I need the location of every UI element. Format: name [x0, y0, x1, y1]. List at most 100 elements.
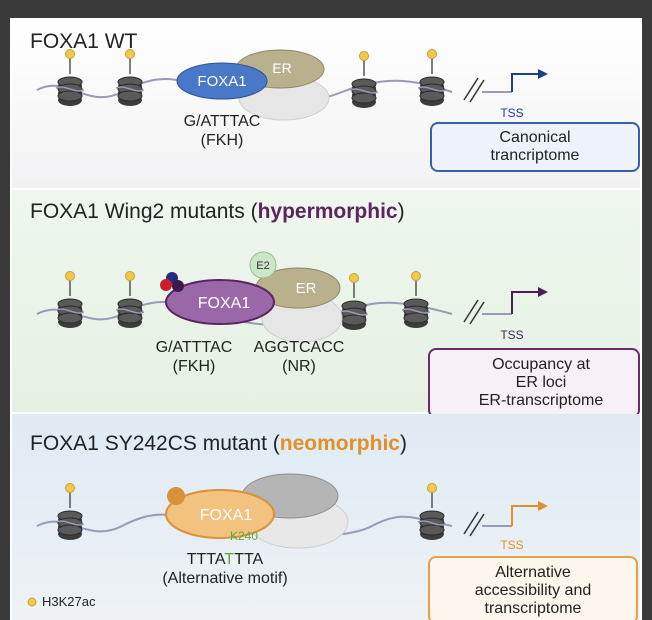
panel-wing2-hypermorphic: FOXA1 Wing2 mutants (hypermorphic) ER E2…: [12, 190, 640, 418]
nucleosome-disc: [403, 312, 429, 324]
motif-class: (Alternative motif): [162, 570, 288, 587]
dna-wrap: [417, 86, 447, 92]
nucleosome-disc: [57, 90, 83, 102]
nucleosome-disc: [419, 524, 445, 536]
nucleosome: [417, 483, 447, 540]
motif-sequence: AGGTCACC: [253, 339, 345, 356]
tss-label: TSS: [500, 538, 523, 552]
h3k27ac-legend-label: H3K27ac: [42, 594, 96, 609]
nucleosome: [115, 271, 145, 328]
nucleosome-disc: [117, 90, 143, 102]
nucleosome-disc: [419, 90, 445, 102]
dna-wrap: [55, 308, 85, 314]
nucleosome: [401, 271, 431, 328]
motif-part: TTTA: [186, 551, 225, 568]
h3k27ac-mark: [125, 49, 135, 59]
nucleosome-disc: [117, 312, 143, 324]
nucleosome: [115, 49, 145, 106]
up-arrow-icon: [441, 360, 451, 374]
panel-foxa1-wt: FOXA1 WT ER FOXA1 TSS G/ATTTAC (FKH) Can…: [12, 18, 640, 188]
motif-part: TTA: [234, 551, 264, 568]
title-highlight: neomorphic: [279, 432, 400, 455]
motif-nr: AGGTCACC (NR): [246, 338, 352, 376]
motif-sequence: TTTATTTA: [140, 550, 310, 569]
motif-fkh: G/ATTTAC (FKH): [142, 338, 246, 376]
foxa1-label: FOXA1: [198, 295, 251, 312]
break-mark: [463, 511, 479, 535]
motif-mutant-base: T: [224, 551, 235, 568]
dna-wrap: [339, 310, 369, 316]
h3k27ac-mark: [125, 271, 135, 281]
tss-arrow: [511, 73, 540, 92]
tss-arrow: [511, 505, 540, 526]
nucleosome: [339, 273, 369, 330]
dna-wrap: [401, 308, 431, 314]
h3k27ac-mark: [359, 51, 369, 61]
break-mark: [463, 299, 479, 323]
motif-sequence: G/ATTTAC: [155, 339, 233, 356]
e2-ligand: [249, 251, 277, 279]
outcome-line: transcriptome: [484, 600, 582, 617]
nucleosome: [55, 271, 85, 328]
h3k27ac-mark: [411, 271, 421, 281]
wing2-diagram: ER E2 FOXA1 TSS: [36, 251, 548, 408]
dna-wrap: [55, 520, 85, 526]
outcome-box: Canonical trancriptome: [430, 122, 640, 172]
tss-arrow: [511, 291, 540, 314]
foxa1-protein: [176, 62, 268, 100]
nucleosome: [55, 49, 85, 106]
h3k27ac-mark: [427, 49, 437, 59]
title-prefix: FOXA1 Wing2 mutants (: [30, 200, 258, 223]
motif-sequence: G/ATTTAC: [183, 113, 261, 130]
dna-wrap: [115, 86, 145, 92]
nucleosome-disc: [341, 314, 367, 326]
outcome-line: Alternative: [495, 564, 571, 581]
title-highlight: hypermorphic: [257, 200, 398, 223]
figure-frame: FOXA1 WT ER FOXA1 TSS G/ATTTAC (FKH) Can…: [10, 18, 642, 620]
h3k27ac-mark: [65, 49, 75, 59]
break-mark: [469, 79, 485, 103]
e2-label: E2: [256, 260, 269, 272]
break-mark: [469, 301, 485, 325]
mutation-dot: [160, 279, 172, 291]
outcome-line: Canonical: [499, 129, 571, 146]
nucleosome-disc: [57, 524, 83, 536]
up-arrow-icon: [441, 394, 451, 408]
foxa1-label: FOXA1: [200, 507, 253, 524]
tss-label: TSS: [500, 106, 523, 120]
outcome-line: accessibility and: [474, 582, 592, 599]
panel-title: FOXA1 SY242CS mutant (neomorphic): [30, 432, 407, 456]
panel-title: FOXA1 WT: [30, 30, 138, 53]
h3k27ac-legend-icon: [27, 597, 37, 607]
tss-arrowhead: [538, 69, 548, 79]
h3k27ac-mark: [65, 271, 75, 281]
h3k27ac-mark: [65, 483, 75, 493]
k240-label: K240: [230, 529, 258, 543]
motif-class: (FKH): [172, 358, 216, 375]
sy242cs-diagram: FOXA1 K240 TSS: [27, 473, 548, 607]
tss-label: TSS: [500, 328, 523, 342]
motif-alternative: TTTATTTA (Alternative motif): [140, 550, 310, 588]
tss-arrowhead: [538, 287, 548, 297]
foxa1-protein: [165, 279, 275, 325]
panel-sy242cs-neomorphic: FOXA1 SY242CS mutant (neomorphic) FOXA1 …: [12, 414, 640, 620]
motif-class: (FKH): [200, 132, 244, 149]
motif-fkh: G/ATTTAC (FKH): [170, 112, 274, 150]
motif-class: (NR): [282, 358, 316, 375]
nucleosome-disc: [57, 312, 83, 324]
foxa1-protein: [165, 489, 275, 539]
wt-diagram: ER FOXA1 TSS: [36, 49, 548, 121]
dna-wrap: [55, 86, 85, 92]
h3k27ac-mark: [349, 273, 359, 283]
nucleosome-disc: [351, 92, 377, 104]
dna-wrap: [115, 308, 145, 314]
er-label: ER: [272, 60, 291, 76]
foxa1-label: FOXA1: [197, 73, 246, 90]
title-suffix: ): [397, 200, 405, 223]
dna-wrap: [349, 88, 379, 94]
h3k27ac-mark: [427, 483, 437, 493]
mutation-dot: [172, 280, 184, 292]
outcome-box: Alternative accessibility and transcript…: [428, 556, 638, 620]
dna-wrap: [417, 520, 447, 526]
outcome-line: trancriptome: [490, 147, 580, 164]
